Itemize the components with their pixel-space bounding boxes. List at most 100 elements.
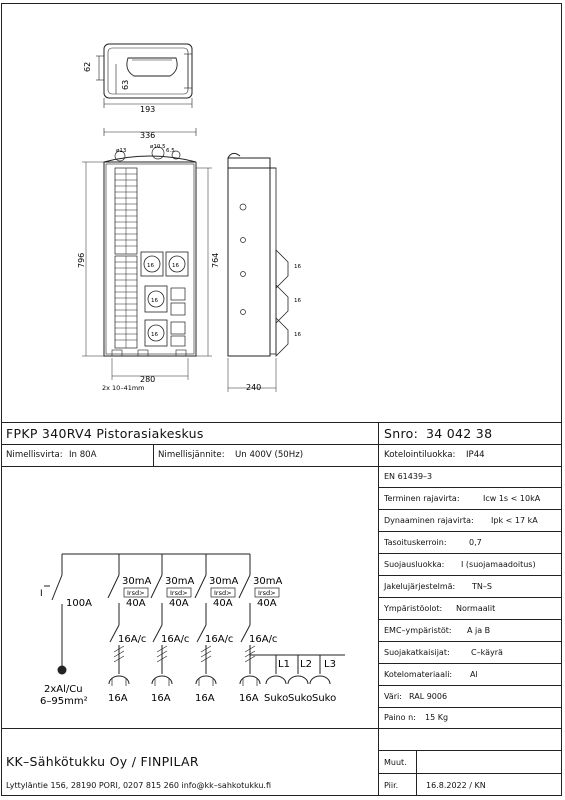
rcd-sensitivity-4: 30mA (253, 576, 282, 587)
rcd-box-2: Irsd> (170, 589, 188, 597)
side-socket-label-2: 16 (294, 298, 301, 304)
piir-line (379, 773, 562, 774)
spec-dynamic-value: Ipk < 17 kA (491, 516, 538, 525)
spec-breakers-value: C–käyrä (471, 648, 503, 657)
spec-thermal-value: Icw 1s < 10kA (483, 494, 541, 503)
product-name: FPKP 340RV4 Pistorasiakeskus (6, 426, 204, 441)
sheet-frame (1, 3, 562, 796)
dim-front-width: 336 (140, 131, 155, 140)
socket-label-front-1: 16 (147, 263, 154, 269)
technical-drawing: 62 63 193 336 ø13 ø10.5 6.5 796 764 280 … (77, 43, 301, 392)
mcb-rating-3: 16A/c (205, 634, 233, 645)
muut-label: Muut. (384, 758, 407, 767)
phase-l3: L3 (324, 659, 336, 670)
main-switch-icon: I (40, 589, 43, 599)
branch-1 (107, 554, 149, 686)
spec-diversity-value: 0,7 (469, 538, 482, 547)
title-line-3 (1, 466, 562, 467)
spec-weight-value: 15 Kg (425, 713, 449, 722)
side-socket-label-3: 16 (294, 332, 301, 338)
spec-emc-value: A ja B (467, 626, 491, 635)
dim-hole-2: ø10.5 (150, 144, 166, 150)
rcd-sensitivity-3: 30mA (209, 576, 238, 587)
socket-label-front-4: 16 (151, 332, 158, 338)
muut-line (379, 750, 562, 751)
spec-column-divider (378, 422, 379, 796)
branch-2 (150, 554, 192, 686)
dim-side-depth: 240 (246, 383, 261, 392)
dim-hole-1: ø13 (116, 148, 127, 154)
rcd-box-1: Irsd> (127, 589, 145, 597)
spec-distribution-value: TN–S (472, 582, 492, 591)
spec-weight-label: Paino n: (384, 713, 416, 722)
dim-top-height: 62 (83, 62, 92, 72)
phase-l1: L1 (278, 659, 290, 670)
dim-top-inner: 63 (121, 80, 130, 90)
branch-3 (194, 554, 236, 686)
snro-label: Snro: (384, 426, 419, 441)
rated-current-value: In 80A (69, 450, 97, 460)
footer-inner-divider (416, 750, 417, 796)
rcd-rating-2: 40A (169, 598, 189, 609)
suko-label-2: Suko (288, 693, 312, 704)
rated-voltage-value: Un 400V (50Hz) (235, 450, 304, 460)
rcd-rating-3: 40A (213, 598, 233, 609)
socket-rating-2: 16A (151, 693, 171, 704)
spec-environment-value: Normaalit (456, 604, 496, 613)
rated-voltage-label: Nimellisjännite: (158, 450, 225, 460)
rcd-sensitivity-2: 30mA (165, 576, 194, 587)
spec-table: EN 61439–3 Terminen rajavirta: Icw 1s < … (379, 466, 562, 729)
wiring-schematic: 100A I 30mA Irsd> 40A 30mA Irsd> 40A 30m… (40, 553, 345, 707)
socket-rating-3: 16A (195, 693, 215, 704)
spec-material-label: Kotelomateriaali: (384, 670, 453, 679)
socket-label-front-3: 16 (151, 298, 158, 304)
socket-rating-1: 16A (108, 693, 128, 704)
spec-dynamic-label: Dynaaminen rajavirta: (384, 516, 474, 525)
dim-front-height-right: 764 (211, 253, 220, 268)
spec-diversity-label: Tasoituskerroin: (384, 538, 447, 547)
current-voltage-divider (153, 444, 154, 466)
suko-label-3: Suko (312, 693, 336, 704)
ip-class-value: IP44 (466, 450, 485, 460)
spec-protection-class-value: I (suojamaadoitus) (461, 560, 536, 569)
mcb-rating-4: 16A/c (249, 634, 277, 645)
rcd-box-4: Irsd> (258, 589, 276, 597)
company-address: Lyttyläntie 156, 28190 PORI, 0207 815 26… (6, 781, 272, 790)
dim-top-width: 193 (140, 105, 155, 114)
company-line (1, 728, 378, 729)
spec-emc-label: EMC–ympäristöt: (384, 626, 452, 635)
spec-environment-label: Ympäristöolot: (384, 604, 443, 613)
ip-class-label: Kotelointiluokka: (384, 450, 456, 460)
phase-l2: L2 (300, 659, 312, 670)
cable-spec-line2: 6–95mm² (40, 696, 88, 707)
mcb-rating-1: 16A/c (118, 634, 146, 645)
snro-value: 34 042 38 (426, 426, 493, 441)
spec-thermal-label: Terminen rajavirta: (384, 494, 460, 503)
socket-label-front-2: 16 (172, 263, 179, 269)
spec-material-value: Al (470, 670, 478, 679)
spec-protection-class-label: Suojausluokka: (384, 560, 445, 569)
cable-entry-note: 2x 10–41mm (102, 384, 145, 392)
rcd-rating-1: 40A (126, 598, 146, 609)
title-line-2 (1, 444, 562, 445)
side-view (227, 152, 289, 392)
top-view (96, 43, 193, 108)
dim-front-width-bottom: 280 (140, 375, 155, 384)
rcd-rating-4: 40A (257, 598, 277, 609)
company-name: KK–Sähkötukku Oy / FINPILAR (6, 754, 199, 769)
mcb-rating-2: 16A/c (161, 634, 189, 645)
spec-standard: EN 61439–3 (384, 472, 433, 481)
dim-front-height-left: 796 (77, 253, 86, 268)
piir-value: 16.8.2022 / KN (426, 781, 486, 790)
cable-spec-line1: 2xAl/Cu (44, 684, 83, 695)
socket-rating-4: 16A (239, 693, 259, 704)
piir-label: Piir. (384, 781, 399, 790)
title-top-line (1, 422, 562, 423)
front-view (82, 128, 212, 380)
side-socket-label-1: 16 (294, 264, 301, 270)
rcd-box-3: Irsd> (214, 589, 232, 597)
main-switch-rating: 100A (66, 598, 92, 609)
spec-color-value: RAL 9006 (409, 692, 448, 701)
spec-color-label: Väri: (384, 692, 402, 701)
